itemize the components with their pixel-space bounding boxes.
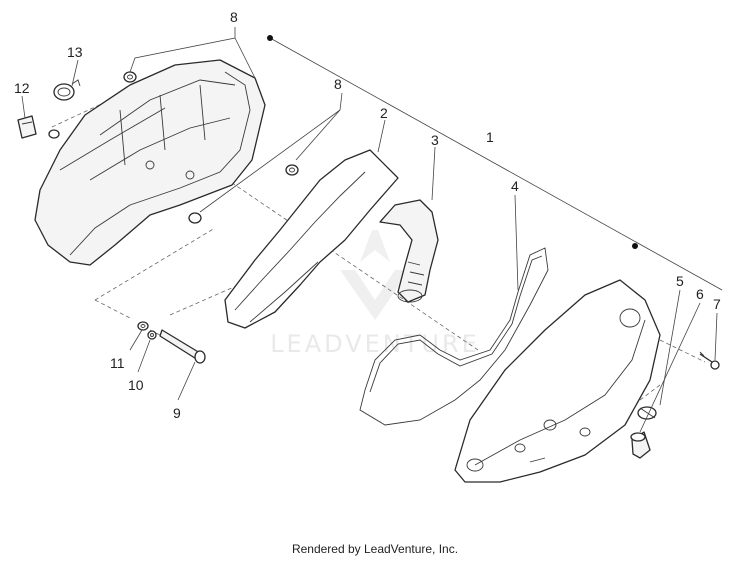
grommet-8-housing — [188, 212, 202, 224]
gasket-4 — [359, 247, 549, 426]
drain-cap-6 — [630, 431, 651, 459]
leader-lines — [21, 27, 718, 433]
watermark-text: LEADVENTURE — [270, 330, 480, 358]
air-filter-element-2 — [224, 149, 399, 329]
clamp-5 — [637, 406, 657, 420]
assembly-bracket — [267, 35, 723, 291]
screw-7 — [699, 351, 720, 370]
callout-8-middle: 8 — [334, 76, 342, 92]
washer-10 — [147, 330, 157, 340]
callout-8-upper: 8 — [230, 9, 238, 25]
intake-duct-3 — [379, 199, 439, 303]
callout-9: 9 — [173, 405, 181, 421]
footer-credit: Rendered by LeadVenture, Inc. — [291, 542, 459, 556]
callout-1: 1 — [486, 129, 494, 145]
bolt-9 — [159, 329, 206, 364]
callout-10: 10 — [128, 377, 144, 393]
callout-labels: 8 13 12 8 2 1 3 4 5 6 7 11 10 9 — [14, 9, 721, 421]
air-box-base-housing — [34, 59, 266, 266]
clip-12 — [17, 115, 37, 139]
callout-7: 7 — [713, 296, 721, 312]
grommet-8-lower — [285, 164, 299, 176]
hose-clamp-13 — [53, 79, 81, 101]
callout-3: 3 — [431, 132, 439, 148]
callout-13: 13 — [67, 44, 83, 60]
callout-12: 12 — [14, 80, 30, 96]
callout-5: 5 — [676, 273, 684, 289]
callout-11: 11 — [110, 355, 125, 371]
washer-small — [48, 129, 60, 139]
washer-11 — [137, 321, 149, 331]
callout-2: 2 — [380, 105, 388, 121]
air-box-cover-1 — [454, 279, 661, 483]
grommet-8-upper — [123, 71, 137, 83]
leadventure-watermark: LEADVENTURE — [270, 230, 480, 358]
callout-4: 4 — [511, 178, 519, 194]
callout-6: 6 — [696, 286, 704, 302]
